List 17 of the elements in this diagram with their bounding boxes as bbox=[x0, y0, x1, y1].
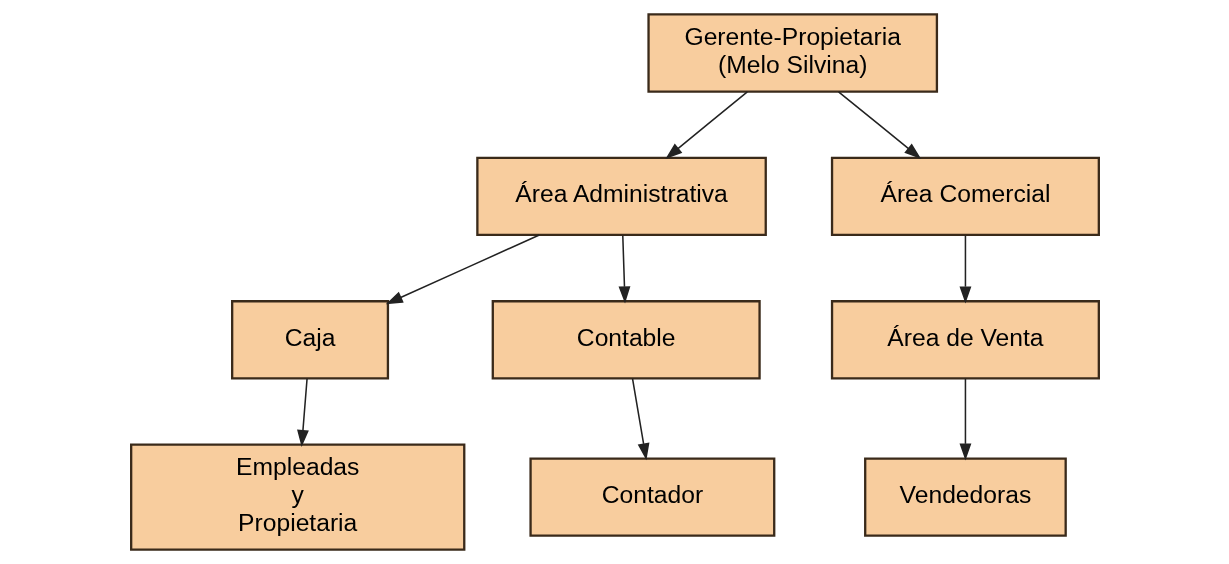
node-box: Área de Venta bbox=[830, 300, 1100, 380]
node-box: Contador bbox=[528, 457, 775, 537]
node-box: Gerente-Propietaria (Melo Silvina) bbox=[646, 13, 938, 93]
node-box: Empleadas y Propietaria bbox=[129, 443, 465, 551]
arrow bbox=[296, 377, 309, 447]
arrow bbox=[664, 91, 748, 159]
node-box: Vendedoras bbox=[863, 457, 1067, 537]
arrow bbox=[618, 234, 630, 304]
node-box: Área Comercial bbox=[830, 156, 1100, 237]
arrow bbox=[959, 234, 971, 304]
node-box: Área Administrativa bbox=[475, 156, 767, 237]
arrow bbox=[959, 377, 971, 461]
arrow bbox=[837, 91, 921, 159]
arrow bbox=[385, 234, 540, 305]
node-box: Contable bbox=[491, 300, 761, 380]
arrow bbox=[631, 377, 649, 461]
node-box: Caja bbox=[230, 300, 389, 380]
